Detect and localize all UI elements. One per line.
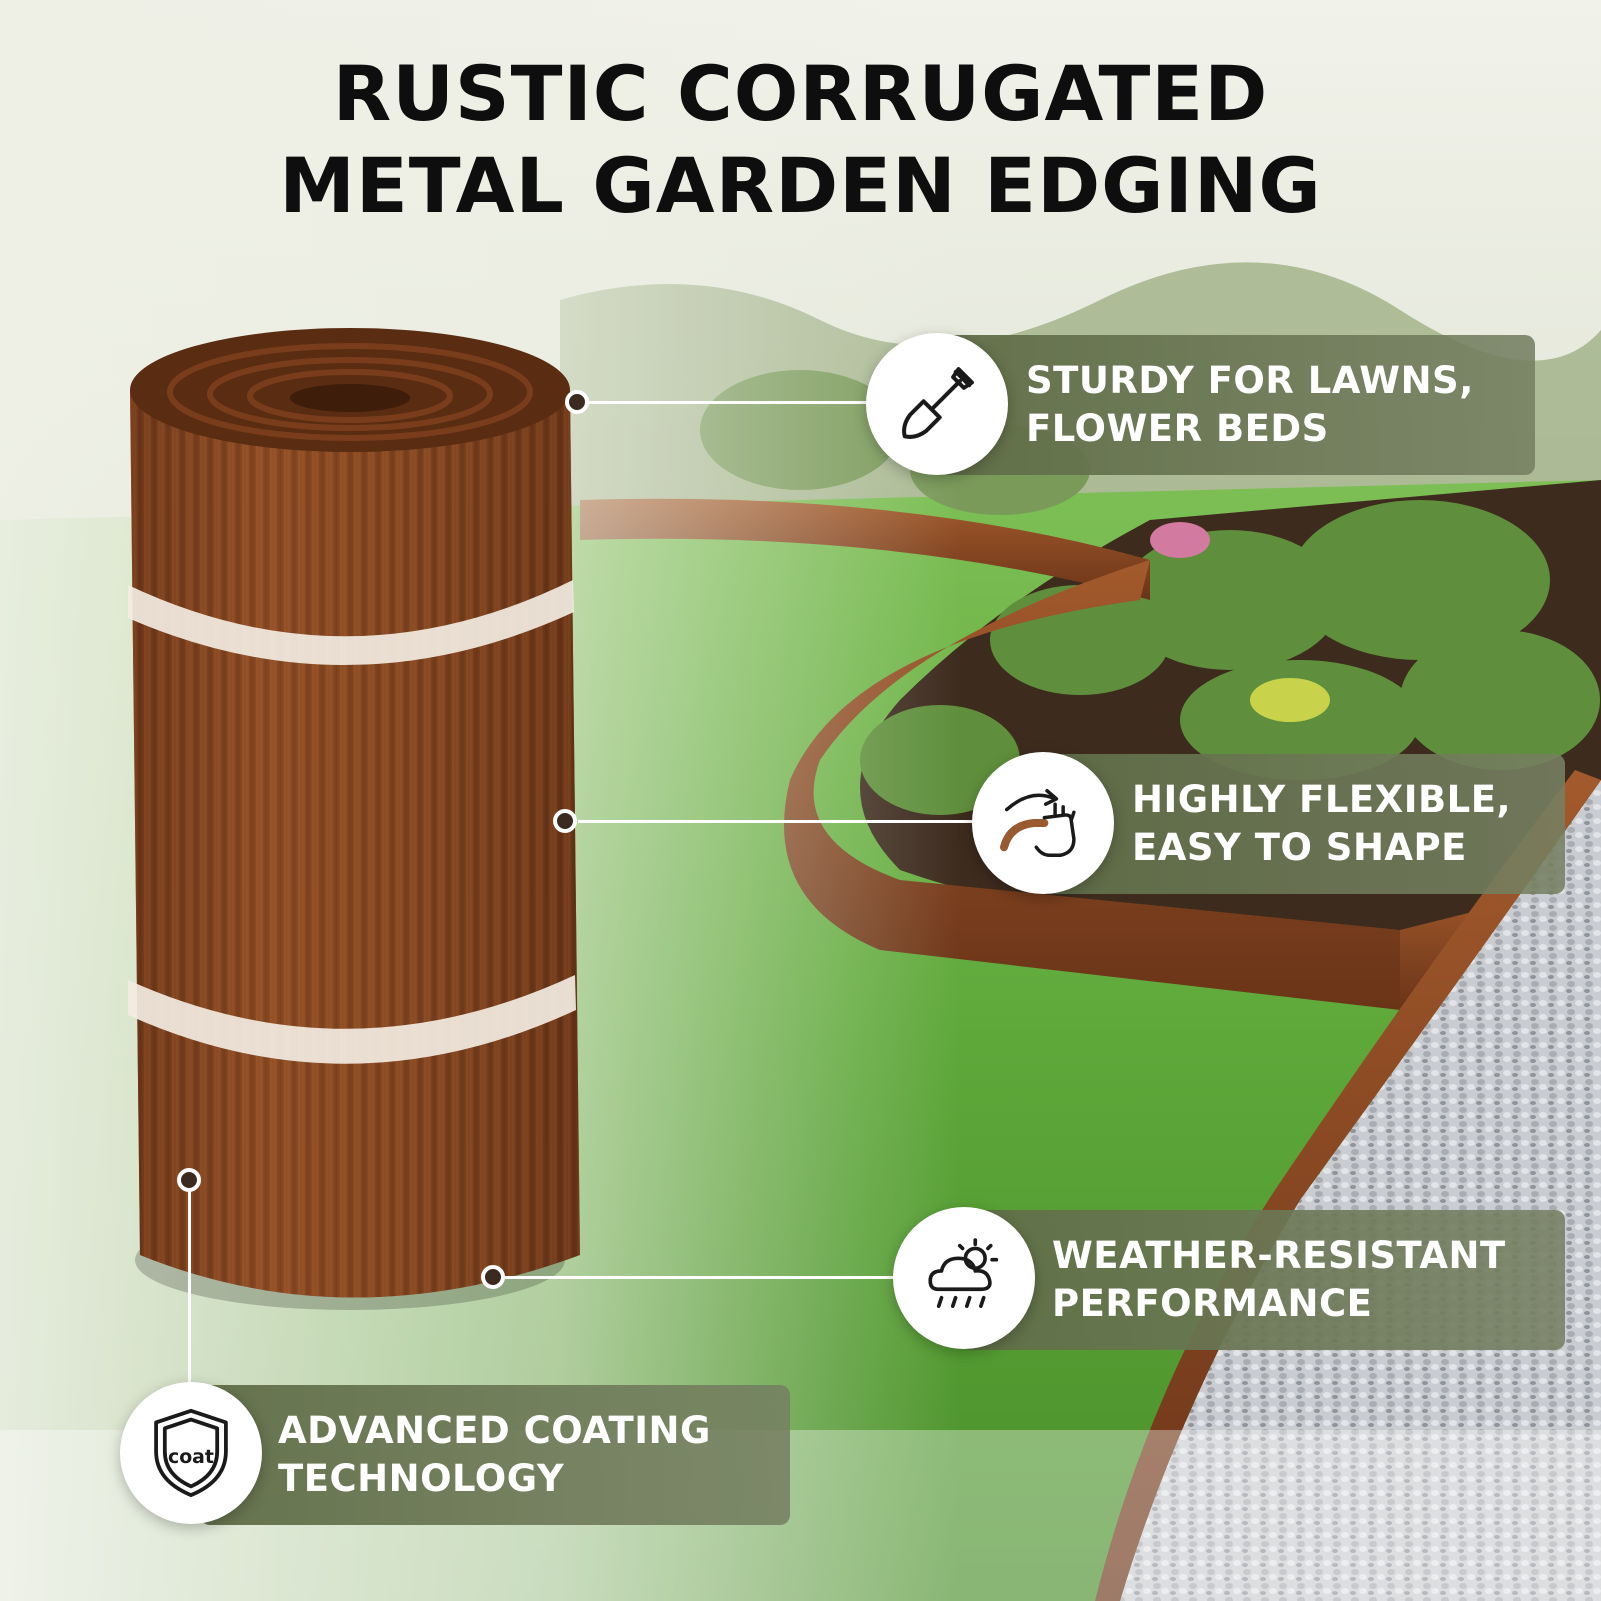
feature-badge-weather: WEATHER-RESISTANT PERFORMANCE (960, 1210, 1565, 1350)
connector-line-1 (578, 401, 878, 404)
feature-badge-coating: ADVANCED COATING TECHNOLOGY (200, 1385, 790, 1525)
connector-dot-1 (565, 390, 589, 414)
feature-4-icon-circle: coat (120, 1382, 262, 1524)
feature-badge-flexible: HIGHLY FLEXIBLE, EASY TO SHAPE (1040, 754, 1565, 894)
bend-hand-icon (1000, 789, 1076, 857)
feature-2-icon-circle (972, 752, 1114, 894)
connector-line-3 (505, 1276, 900, 1279)
feature-1-line-1: STURDY FOR LAWNS, (1026, 359, 1474, 402)
feature-1-icon-circle (866, 333, 1008, 475)
feature-1-line-2: FLOWER BEDS (1026, 407, 1329, 450)
feature-2-line-1: HIGHLY FLEXIBLE, (1132, 778, 1512, 821)
feature-3-line-2: PERFORMANCE (1052, 1282, 1373, 1325)
connector-line-2 (578, 820, 978, 823)
shield-label: coat (168, 1446, 214, 1468)
feature-3-icon-circle (893, 1207, 1035, 1349)
title-line-2: METAL GARDEN EDGING (279, 141, 1322, 230)
connector-dot-2 (553, 809, 577, 833)
shovel-icon (902, 367, 974, 439)
connector-dot-4 (177, 1168, 201, 1192)
connector-line-4 (188, 1190, 191, 1410)
shield-coat-icon: coat (154, 1408, 228, 1498)
feature-badge-sturdy: STURDY FOR LAWNS, FLOWER BEDS (940, 335, 1535, 475)
feature-4-line-2: TECHNOLOGY (278, 1457, 565, 1500)
feature-3-line-1: WEATHER-RESISTANT (1052, 1234, 1506, 1277)
weather-icon (928, 1238, 999, 1308)
metal-edging-roll (128, 328, 580, 1310)
connector-dot-3 (481, 1265, 505, 1289)
title-line-1: RUSTIC CORRUGATED (332, 49, 1269, 138)
feature-4-line-1: ADVANCED COATING (278, 1409, 711, 1452)
feature-2-line-2: EASY TO SHAPE (1132, 826, 1467, 869)
page-title: RUSTIC CORRUGATED METAL GARDEN EDGING (0, 48, 1601, 232)
